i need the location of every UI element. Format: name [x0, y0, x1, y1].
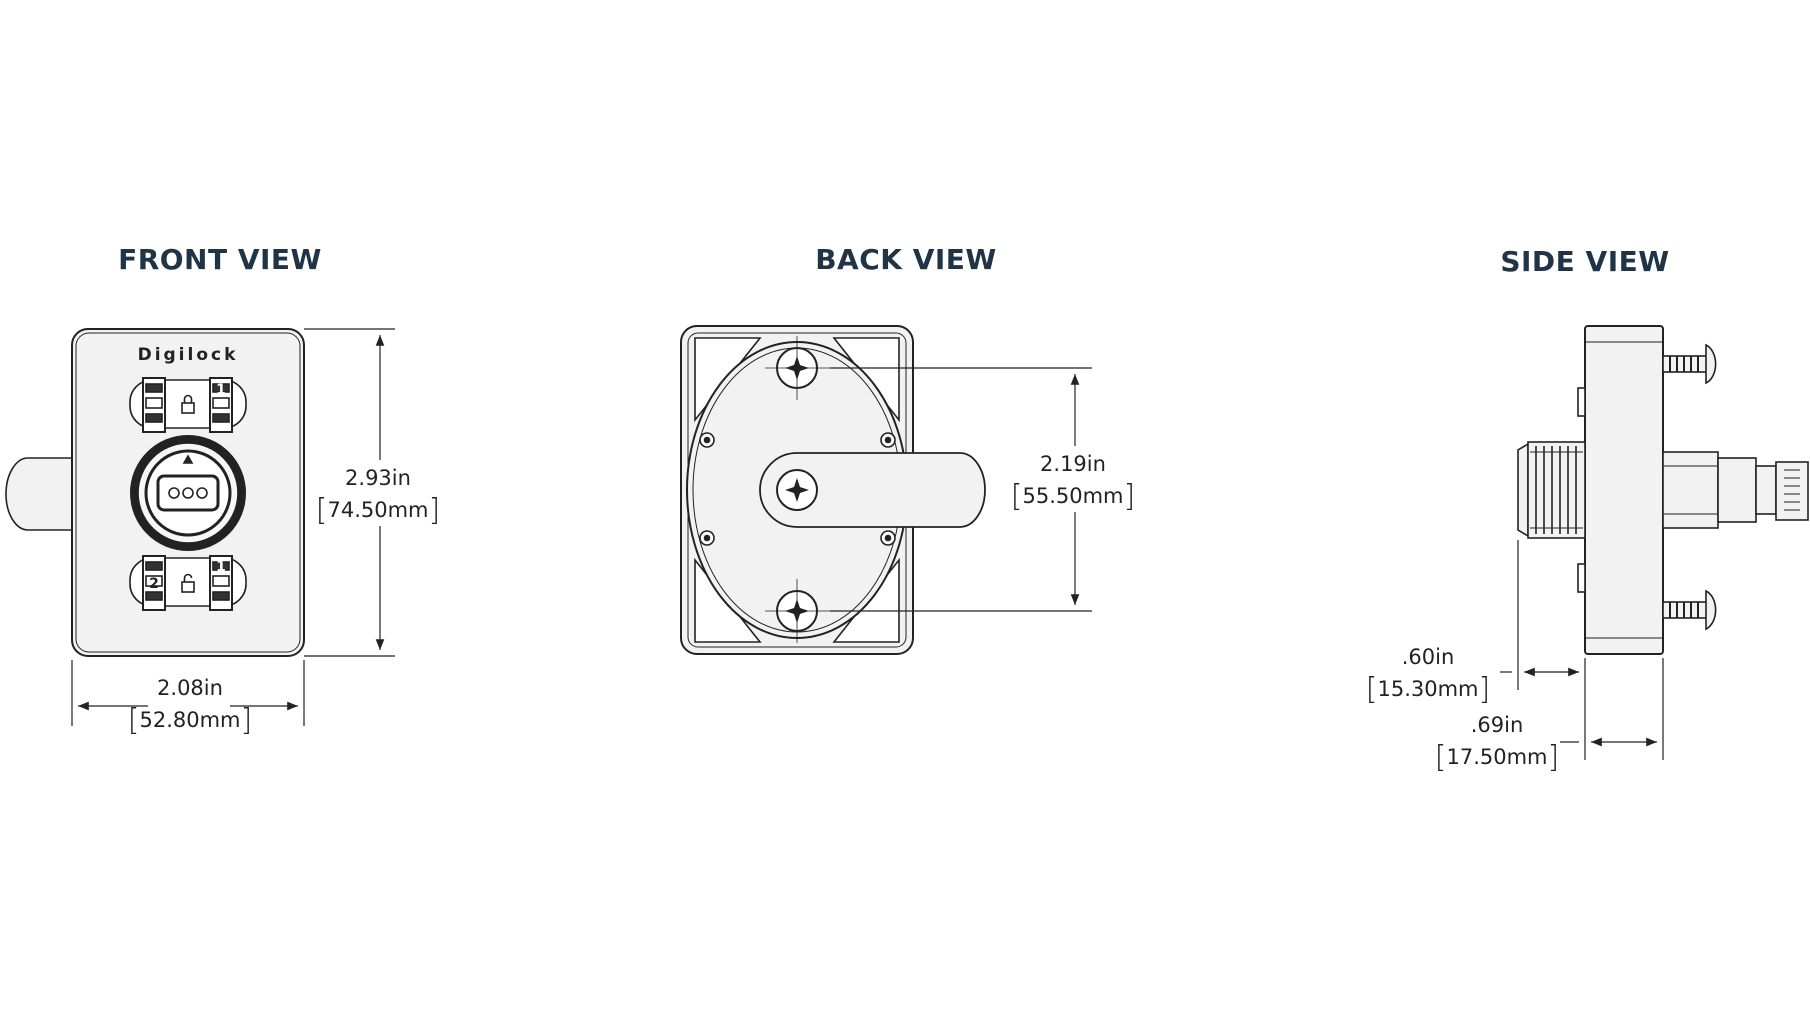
- side-knob-depth-dimension: .60in [15.30mm]: [1366, 641, 1490, 706]
- front-bolt: [5, 457, 73, 531]
- front-height-mm: 74.50mm: [327, 498, 429, 522]
- side-body: [1584, 325, 1664, 655]
- side-body-depth-mm: 17.50mm: [1446, 745, 1548, 769]
- side-view: [1500, 325, 1809, 760]
- lock-icon: [181, 394, 195, 414]
- front-height-dimension: 2.93in [74.50mm]: [316, 462, 440, 527]
- front-view: [5, 328, 395, 726]
- unlock-icon: [181, 573, 195, 593]
- rear-housing: [1662, 451, 1719, 529]
- bottom-key-label-right: 1: [216, 559, 226, 575]
- back-hole-spacing-dimension: 2.19in [55.50mm]: [1011, 448, 1135, 513]
- bottom-key-label-left: 2: [149, 576, 159, 592]
- top-keypad: [129, 377, 247, 433]
- side-knob-depth-mm: 15.30mm: [1377, 677, 1479, 701]
- side-view-title: SIDE VIEW: [1500, 245, 1670, 278]
- bottom-bolt: [1662, 589, 1717, 631]
- bottom-keypad: [129, 555, 247, 611]
- center-dial: [130, 435, 246, 551]
- front-view-title: FRONT VIEW: [118, 243, 322, 276]
- front-width-in: 2.08in: [157, 676, 223, 700]
- back-hole-spacing-in: 2.19in: [1040, 452, 1106, 476]
- triangle-indicator-icon: [182, 454, 194, 464]
- front-height-in: 2.93in: [345, 466, 411, 490]
- back-view-title: BACK VIEW: [815, 243, 997, 276]
- top-key-label: 1: [216, 382, 226, 398]
- phillips-screw-icon: [776, 469, 818, 511]
- side-body-depth-in: .69in: [1470, 713, 1524, 737]
- brand-logo: Digilock: [138, 345, 239, 365]
- side-knob: [1517, 441, 1586, 539]
- back-hole-spacing-mm: 55.50mm: [1022, 484, 1124, 508]
- side-knob-depth-in: .60in: [1401, 645, 1455, 669]
- front-width-dimension: 2.08in [52.80mm]: [128, 672, 252, 737]
- top-bolt: [1662, 343, 1717, 385]
- back-view: [680, 325, 1092, 655]
- side-body-depth-dimension: .69in [17.50mm]: [1435, 709, 1559, 774]
- cam-arm: [759, 452, 986, 528]
- front-width-mm: 52.80mm: [139, 708, 241, 732]
